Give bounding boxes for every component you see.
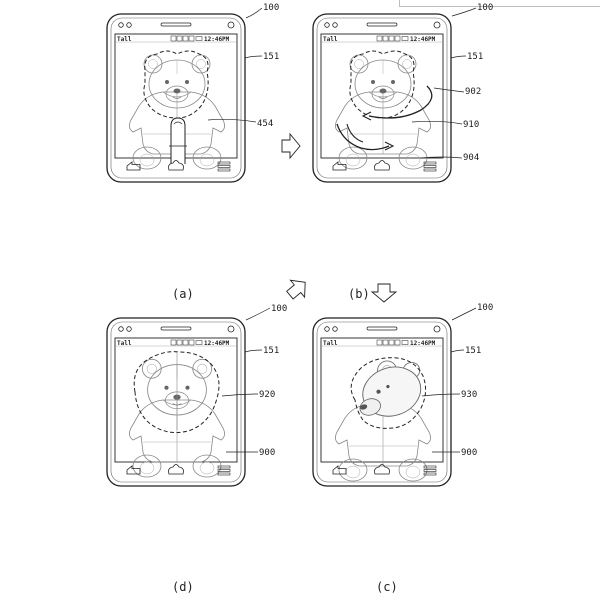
panel-c: Tall 12:46PM: [312, 303, 493, 594]
rotated-head: [359, 360, 422, 417]
signal-indicator: Tall: [323, 340, 338, 347]
drag-arrow: [336, 123, 390, 151]
menu-button[interactable]: [217, 465, 231, 476]
callout-label: 920: [259, 390, 275, 400]
selection-outline: [143, 50, 209, 119]
callout-label: 900: [461, 448, 477, 458]
panel-caption: (b): [348, 287, 370, 301]
callout-label: 930: [461, 390, 477, 400]
device-ref-label: 100: [271, 304, 287, 314]
flow-arrow-icon: [281, 132, 301, 160]
selection-outline: [350, 357, 427, 429]
menu-button[interactable]: [423, 465, 437, 476]
panel-caption: (a): [172, 287, 194, 301]
home-button[interactable]: [168, 160, 184, 171]
rotate-arrow: [368, 85, 433, 119]
callout-label: 904: [463, 153, 479, 163]
status-time: 12:46PM: [410, 340, 436, 347]
screen-ref-label: 151: [263, 52, 279, 62]
selection-outline: [349, 50, 415, 119]
flow-arrow-icon: [370, 283, 398, 303]
flow-arrow-icon: [286, 279, 306, 300]
back-button[interactable]: [126, 161, 141, 171]
window-corner-frame: [399, 0, 600, 7]
panel-a: Tall 12:46PM: [106, 3, 279, 301]
home-button[interactable]: [374, 160, 390, 171]
back-arrow-icon: [126, 161, 141, 171]
panel-d: Tall 12:46PM 100 151: [106, 304, 287, 594]
back-arrow-icon: [332, 161, 347, 171]
signal-indicator: Tall: [323, 36, 338, 43]
back-button[interactable]: [332, 465, 347, 475]
callout-label: 900: [259, 448, 275, 458]
home-icon: [374, 464, 390, 475]
back-arrow-icon: [126, 465, 141, 475]
menu-icon: [423, 161, 437, 172]
panel-caption: (d): [172, 580, 194, 594]
home-button[interactable]: [168, 464, 184, 475]
panel-b: Tall 12:46PM: [312, 3, 493, 301]
callout-label: 454: [257, 119, 273, 129]
back-button[interactable]: [126, 465, 141, 475]
home-icon: [374, 160, 390, 171]
device-ref-label: 100: [477, 303, 493, 313]
selection-outline: [133, 351, 220, 434]
status-time: 12:46PM: [410, 36, 436, 43]
home-icon: [168, 160, 184, 171]
menu-button[interactable]: [217, 161, 231, 172]
finger-icon: [170, 117, 186, 164]
screen-ref-label: 151: [467, 52, 483, 62]
device-ref-label: 100: [263, 3, 279, 13]
back-button[interactable]: [332, 161, 347, 171]
status-time: 12:46PM: [204, 36, 230, 43]
signal-indicator: Tall: [117, 340, 132, 347]
screen-ref-label: 151: [263, 346, 279, 356]
device-ref-label: 100: [477, 3, 493, 13]
panel-caption: (c): [376, 580, 398, 594]
screen-ref-label: 151: [465, 346, 481, 356]
callout-label: 902: [465, 87, 481, 97]
back-arrow-icon: [332, 465, 347, 475]
home-button[interactable]: [374, 464, 390, 475]
status-time: 12:46PM: [204, 340, 230, 347]
home-icon: [168, 464, 184, 475]
callout-label: 910: [463, 120, 479, 130]
menu-icon: [217, 465, 231, 476]
menu-icon: [423, 465, 437, 476]
signal-indicator: Tall: [117, 36, 132, 43]
menu-icon: [217, 161, 231, 172]
menu-button[interactable]: [423, 161, 437, 172]
